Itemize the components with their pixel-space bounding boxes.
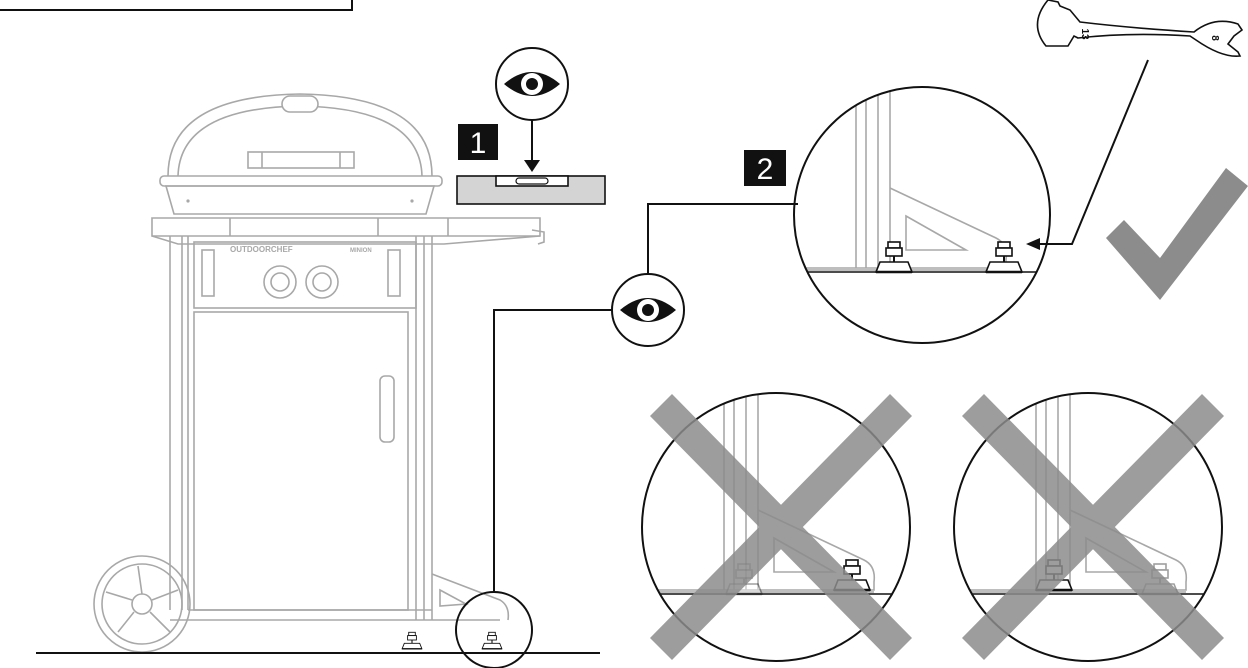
cart-door: [193, 311, 409, 611]
cart-wheel: [93, 555, 191, 653]
leveling-foot: [984, 240, 1024, 274]
step-1-number: 1: [470, 127, 487, 160]
step-2-badge: 2: [744, 150, 786, 186]
wrench-size-13: 13: [1079, 28, 1090, 40]
callout-line: [493, 309, 612, 592]
brand-text: OUTDOORCHEF: [230, 245, 293, 254]
eye-icon: [495, 47, 569, 121]
cross-icon: [962, 394, 1224, 660]
side-shelf: [151, 217, 541, 237]
eye-icon: [611, 273, 685, 347]
spirit-level-icon: [456, 175, 606, 205]
checkmark-icon: [1106, 168, 1248, 300]
grill-lid: [167, 93, 433, 177]
control-panel: [193, 241, 417, 309]
control-knob: [305, 265, 339, 299]
wrench-icon: 13 8: [1036, 0, 1244, 57]
grill-foot-front: [401, 631, 423, 650]
model-text: MINION: [350, 248, 372, 254]
wrench-callout-arrow: [1038, 59, 1149, 245]
frame-corner: [0, 0, 353, 11]
foot-highlight-circle: [455, 591, 533, 668]
grill-foot-rear: [481, 631, 503, 650]
grill-illustration: OUTDOORCHEF MINION: [93, 93, 545, 653]
lid-handle: [247, 151, 355, 169]
cross-icon: [650, 394, 912, 660]
step-2-number: 2: [757, 153, 774, 186]
wrench-size-8: 8: [1209, 35, 1220, 41]
step-1-badge: 1: [458, 124, 498, 160]
zoom-circle-correct: [793, 86, 1051, 344]
zoom-circle-wrong-1: [641, 392, 912, 662]
control-knob: [263, 265, 297, 299]
zoom-circle-wrong-2: [953, 392, 1224, 662]
callout-line: [647, 203, 798, 274]
